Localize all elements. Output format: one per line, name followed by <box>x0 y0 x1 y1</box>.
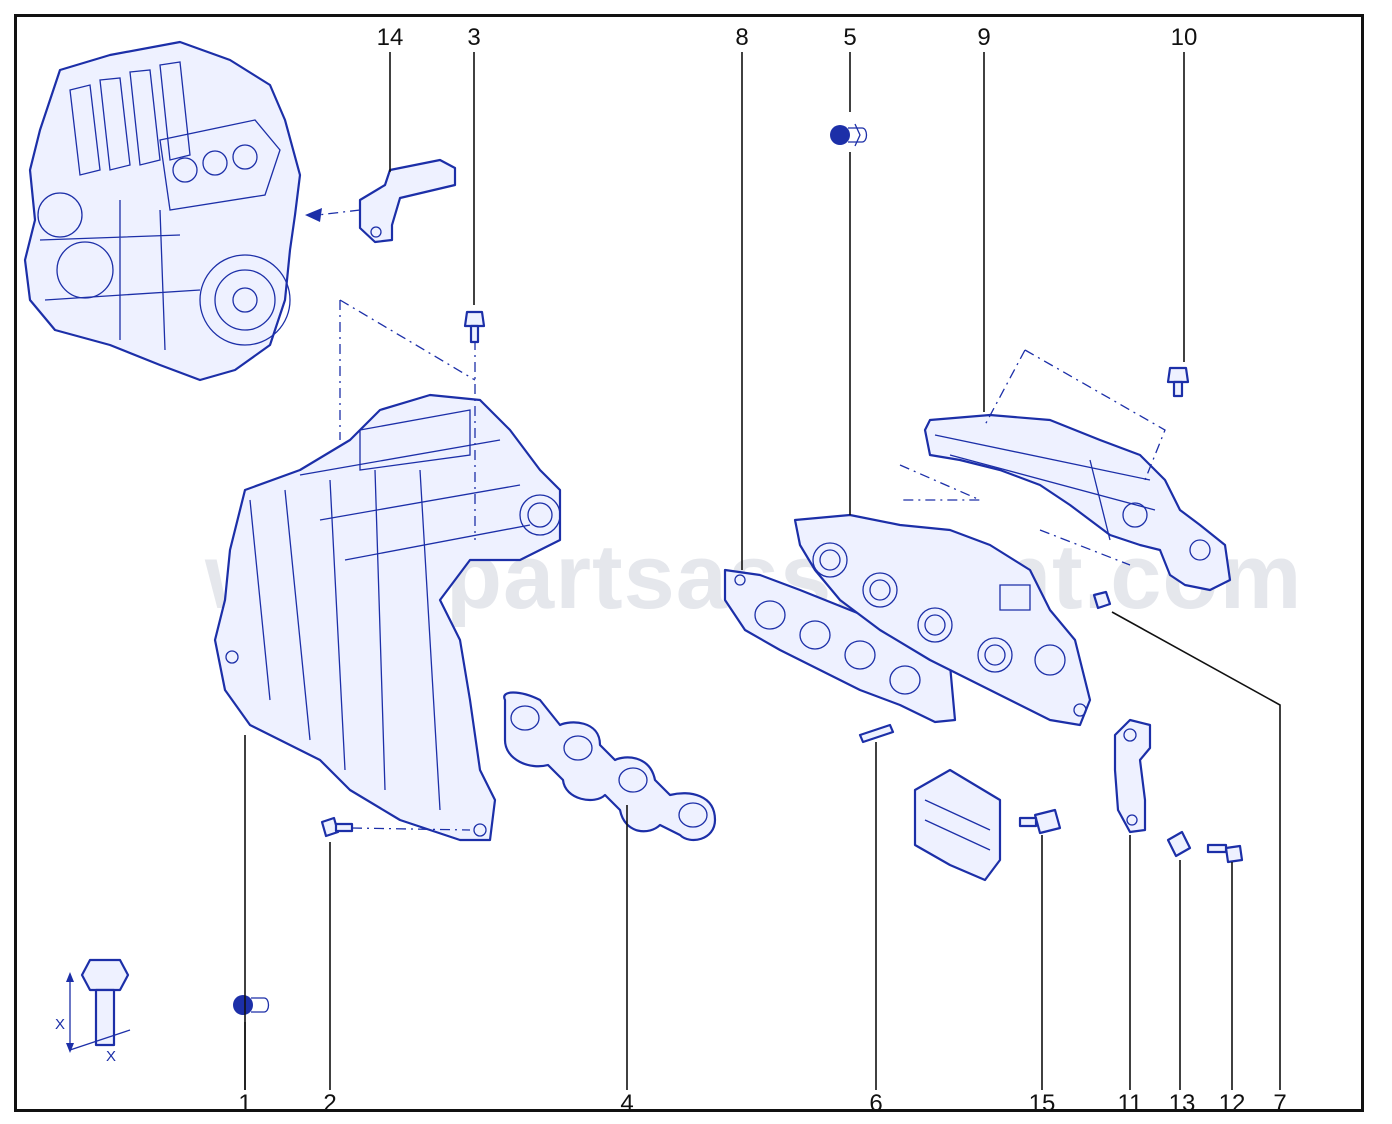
callout-4: 4 <box>620 1090 634 1117</box>
callout-5: 5 <box>843 24 857 51</box>
nut-part-7 <box>1092 590 1112 610</box>
bolt-legend-x-vertical: X <box>54 1016 66 1033</box>
diagram-frame <box>14 14 1364 1112</box>
callout-15: 15 <box>1028 1090 1056 1117</box>
engine-overview-icon <box>23 40 302 382</box>
replace-part-icon <box>830 123 868 147</box>
heat-shield-part-15 <box>913 768 1062 882</box>
callout-7: 7 <box>1273 1090 1287 1117</box>
bolt-part-13 <box>1166 830 1192 858</box>
intake-gasket-part-4 <box>503 691 717 842</box>
callout-13: 13 <box>1168 1090 1196 1117</box>
replace-part-icon-1 <box>233 995 270 1015</box>
stud-part-6 <box>858 723 895 744</box>
callout-12: 12 <box>1218 1090 1246 1117</box>
callout-1: 1 <box>238 1090 252 1117</box>
callout-14: 14 <box>376 24 404 51</box>
intake-manifold-part-1 <box>213 393 562 842</box>
callout-9: 9 <box>977 24 991 51</box>
assembly-line-1 <box>339 299 476 540</box>
bolt-legend-x-horizontal: X <box>105 1048 117 1065</box>
callout-3: 3 <box>467 24 481 51</box>
bracket-part-11 <box>1113 718 1152 834</box>
exhaust-manifold-part-5 <box>793 513 1092 727</box>
callout-2: 2 <box>323 1090 337 1117</box>
bolt-part-2 <box>320 816 471 838</box>
bracket-part-14 <box>305 158 457 244</box>
heat-shield-part-9 <box>923 413 1232 592</box>
bolt-part-10 <box>1166 366 1190 398</box>
callout-10: 10 <box>1170 24 1198 51</box>
exhaust-gasket-part-8 <box>723 568 957 724</box>
assembly-line-9 <box>899 349 1166 566</box>
bolt-dimension-icon <box>66 958 131 1053</box>
callout-6: 6 <box>869 1090 883 1117</box>
leader-lines <box>244 52 1281 1090</box>
bolt-part-3 <box>463 310 486 344</box>
callout-11: 11 <box>1117 1090 1143 1117</box>
callout-8: 8 <box>735 24 749 51</box>
bolt-part-12 <box>1206 843 1244 864</box>
